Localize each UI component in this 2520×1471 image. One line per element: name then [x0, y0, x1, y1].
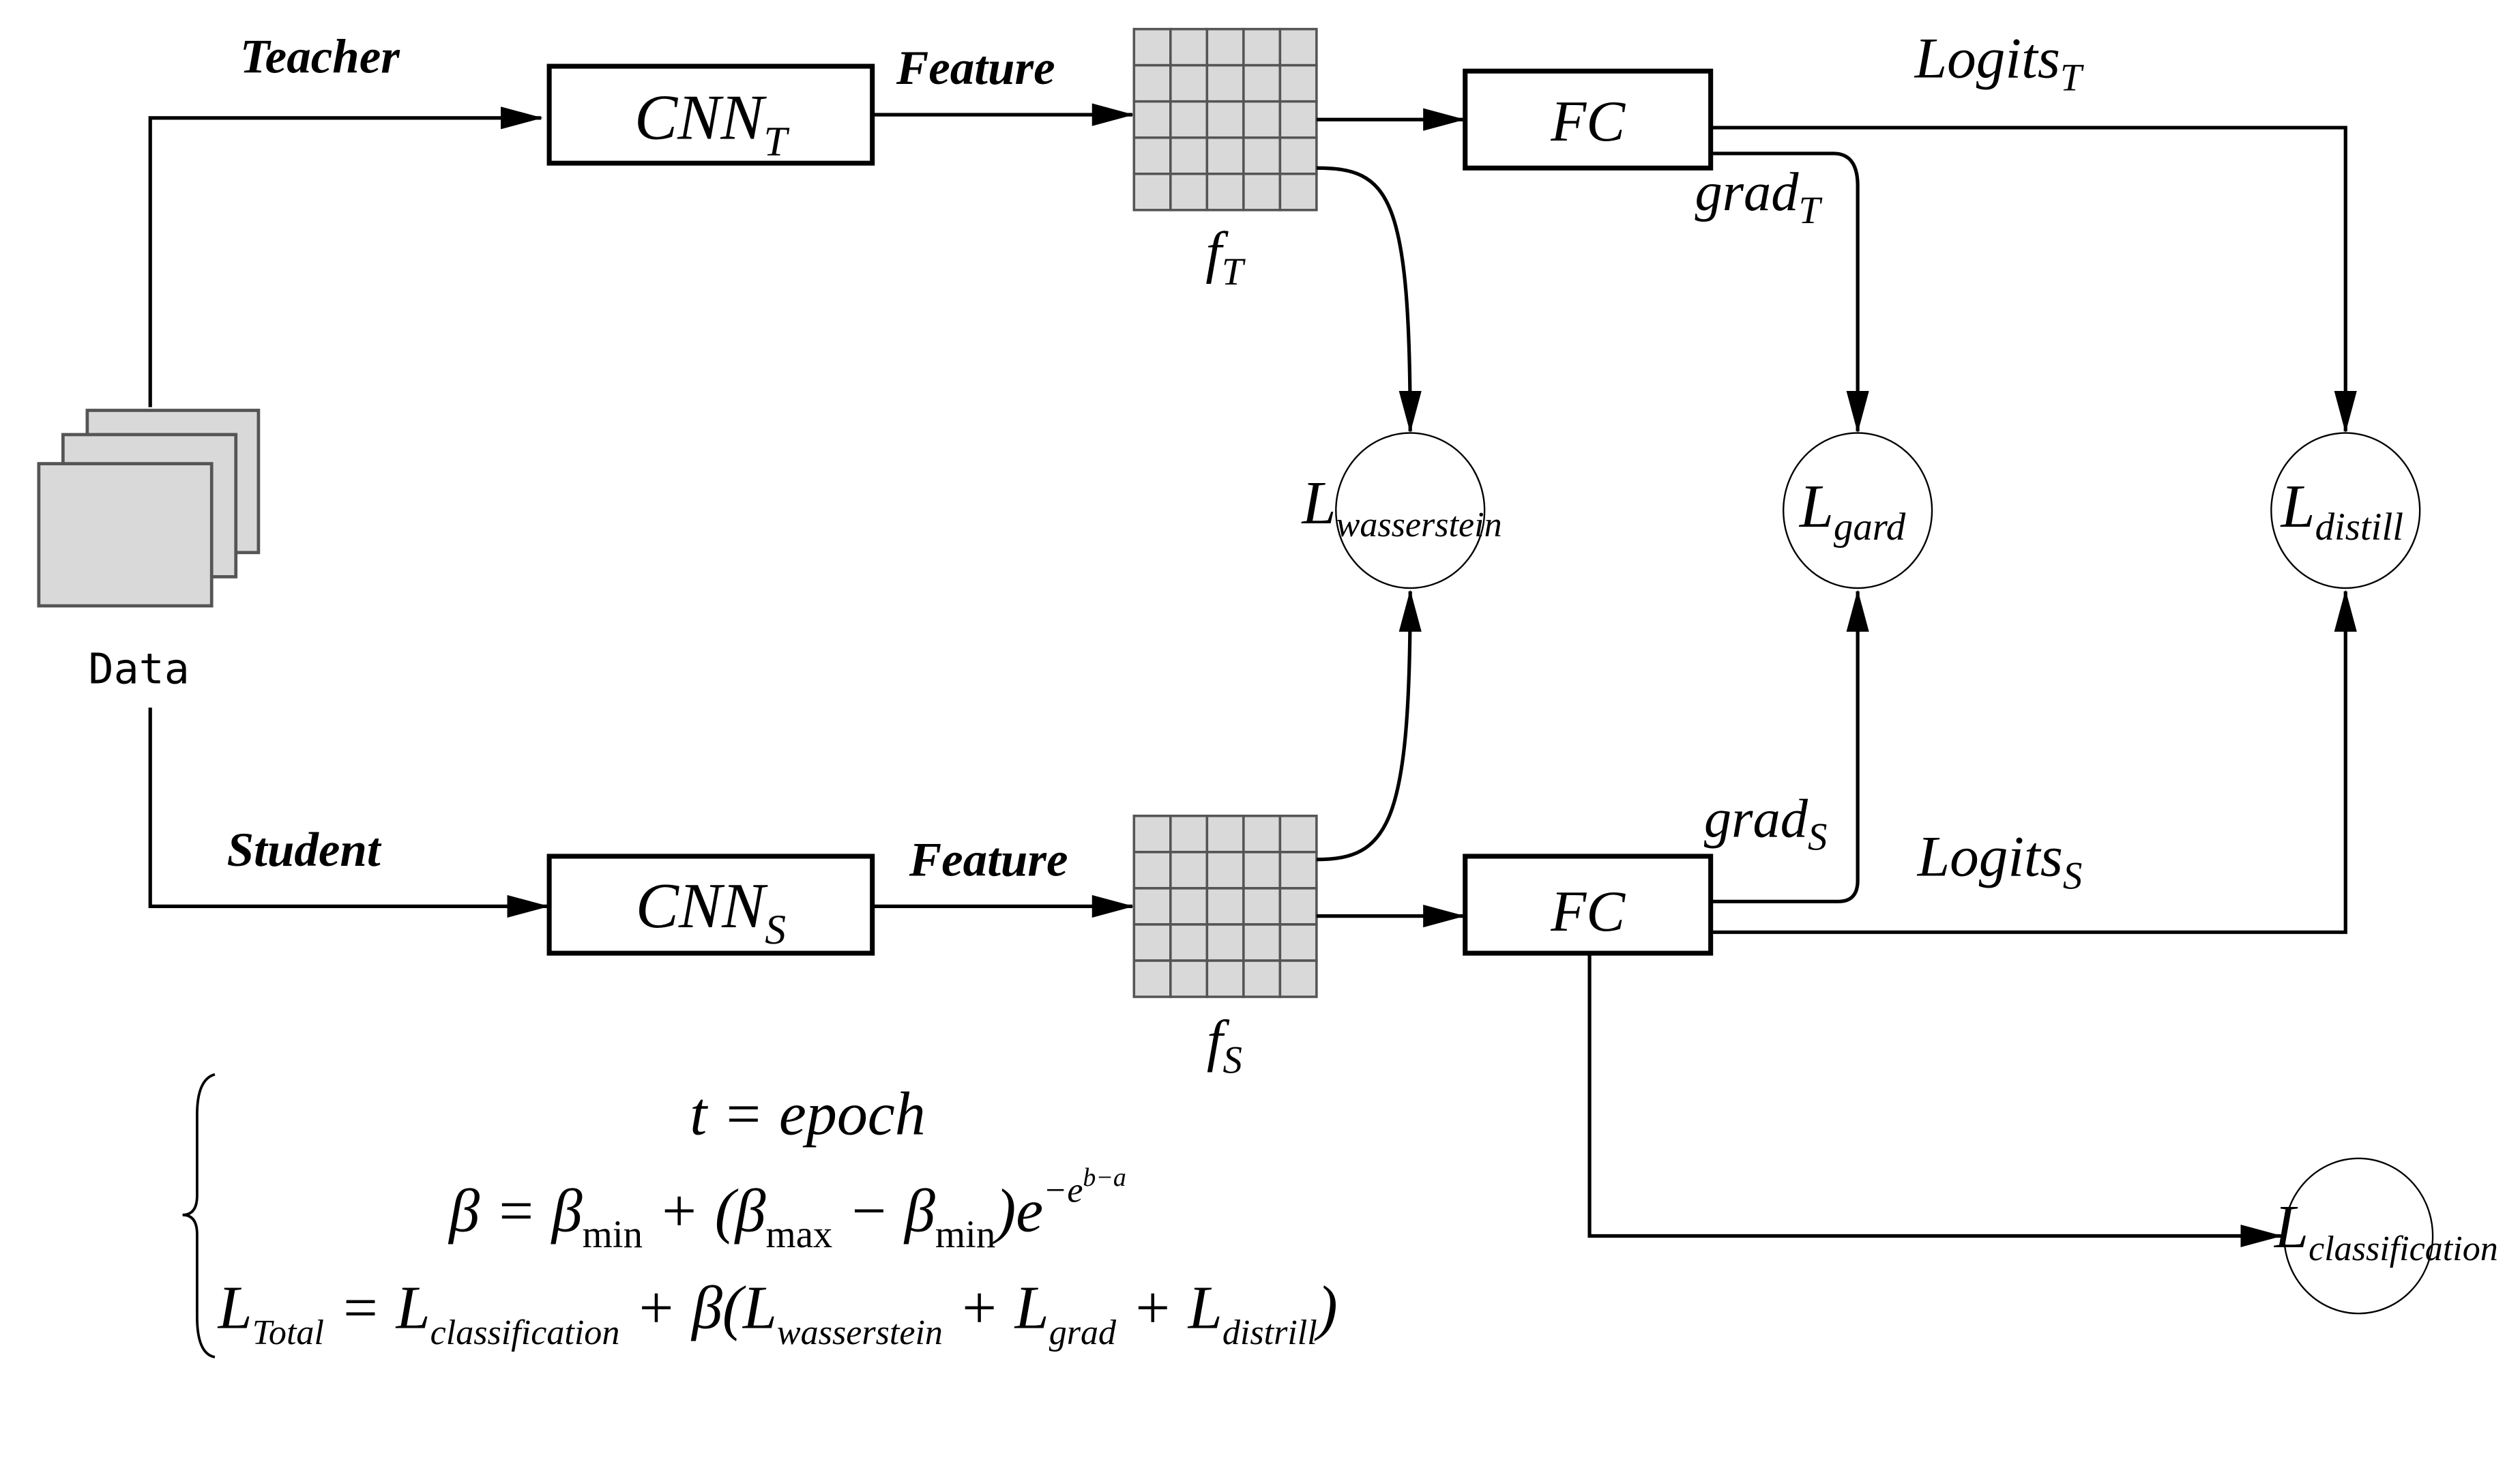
classification-arrow — [1587, 953, 2283, 1248]
teacher-wasserstein-arrow — [1316, 166, 1422, 433]
student-input-arrow — [148, 708, 550, 918]
feature-map-cell — [1205, 887, 1245, 926]
feature-map-cell — [1169, 959, 1209, 998]
loss-distill-node — [2270, 432, 2421, 589]
feature-map-cell — [1242, 815, 1282, 854]
feature-map-cell — [1278, 63, 1318, 103]
teacher-feature-map-label: fT — [1205, 220, 1246, 293]
feature-map-cell — [1132, 815, 1172, 854]
feature-map-cell — [1132, 173, 1172, 212]
student-feature-map-label: fS — [1207, 1008, 1242, 1081]
feature-map-cell — [1205, 173, 1245, 212]
feature-map-cell — [1242, 851, 1282, 890]
student-grad-label: gradS — [1704, 789, 1828, 859]
feature-map-cell — [1169, 100, 1209, 139]
formula-total-loss: LTotal = Lclassification + β(Lwasserstei… — [217, 1274, 1338, 1352]
fc-teacher-box — [1463, 68, 1714, 171]
teacher-label: Teacher — [240, 31, 400, 84]
feature-map-cell — [1169, 815, 1209, 854]
feature-map-cell — [1205, 923, 1245, 962]
formula-brace — [182, 1073, 216, 1358]
feature-map-cell — [1278, 136, 1318, 175]
data-label: Data — [89, 645, 190, 694]
cnn-teacher-box — [546, 63, 875, 166]
feature-map-cell — [1278, 851, 1318, 890]
feature-map-cell — [1242, 136, 1282, 175]
feature-map-cell — [1278, 959, 1318, 998]
feature-map-cell — [1169, 136, 1209, 175]
student-logits-label: LogitsS — [1917, 824, 2083, 897]
feature-map-cell — [1169, 851, 1209, 890]
feature-map-cell — [1132, 851, 1172, 890]
teacher-logits-arrow — [1710, 126, 2357, 433]
feature-map-cell — [1132, 923, 1172, 962]
feature-map-cell — [1278, 923, 1318, 962]
student-grad-arrow — [1710, 589, 1869, 903]
feature-map-cell — [1132, 27, 1172, 67]
feature-map-cell — [1278, 815, 1318, 854]
teacher-feature-label: Feature — [896, 42, 1055, 95]
loss-distill-label: Ldistill — [2280, 473, 2404, 549]
fc-teacher-label: FC — [1550, 89, 1626, 154]
fc-student-label: FC — [1550, 879, 1626, 944]
student-label: Student — [227, 824, 382, 877]
data-stack-icon — [37, 409, 261, 608]
student-wasserstein-arrow — [1316, 589, 1422, 862]
loss-classification-node — [2283, 1157, 2434, 1315]
loss-wasserstein-node — [1335, 432, 1486, 589]
feature-map-cell — [1278, 173, 1318, 212]
formula-beta: β = βmin + (βmax − βmin)e−eb−a — [448, 1163, 1126, 1256]
feature-map-cell — [1242, 100, 1282, 139]
feature-map-cell — [1242, 959, 1282, 998]
feature-map-cell — [1205, 136, 1245, 175]
feature-map-cell — [1132, 63, 1172, 103]
feature-map-cell — [1205, 851, 1245, 890]
teacher-grad-label: gradT — [1695, 162, 1822, 232]
feature-map-cell — [1205, 815, 1245, 854]
feature-map-cell — [1242, 63, 1282, 103]
cnn-student-box — [546, 854, 875, 956]
loss-grad-node — [1783, 432, 1933, 589]
feature-map-cell — [1205, 63, 1245, 103]
feature-map-cell — [1132, 100, 1172, 139]
loss-wasserstein-label: Lwasserstein — [1301, 469, 1502, 544]
cnn-student-label: CNNS — [636, 871, 786, 953]
feature-map-cell — [1169, 173, 1209, 212]
cnn-teacher-label: CNNT — [634, 83, 789, 165]
feature-map-cell — [1278, 887, 1318, 926]
teacher-logits-label: LogitsT — [1914, 27, 2084, 100]
teacher-grad-arrow — [1710, 151, 1869, 433]
feature-map-cell — [1169, 887, 1209, 926]
formula-epoch: t = epoch — [690, 1080, 926, 1148]
feature-map-cell — [1242, 887, 1282, 926]
student-feature-map-grid — [1132, 815, 1318, 998]
loss-classification-label: Lclassification — [2273, 1193, 2498, 1268]
teacher-feature-map-grid — [1132, 27, 1318, 212]
feature-map-cell — [1132, 959, 1172, 998]
feature-map-cell — [1205, 27, 1245, 67]
feature-map-cell — [1278, 27, 1318, 67]
feature-map-cell — [1242, 27, 1282, 67]
feature-map-cell — [1169, 27, 1209, 67]
feature-map-cell — [1169, 923, 1209, 962]
feature-map-cell — [1242, 923, 1282, 962]
feature-map-cell — [1205, 959, 1245, 998]
feature-map-cell — [1278, 100, 1318, 139]
feature-map-cell — [1169, 63, 1209, 103]
student-feature-label: Feature — [909, 833, 1068, 886]
feature-map-cell — [1132, 887, 1172, 926]
feature-map-cell — [1132, 136, 1172, 175]
feature-map-cell — [1205, 100, 1245, 139]
feature-map-cell — [1242, 173, 1282, 212]
fc-student-box — [1463, 854, 1714, 956]
loss-grad-label: Lgard — [1798, 473, 1906, 549]
teacher-input-arrow — [148, 106, 543, 407]
student-logits-arrow — [1710, 589, 2357, 934]
